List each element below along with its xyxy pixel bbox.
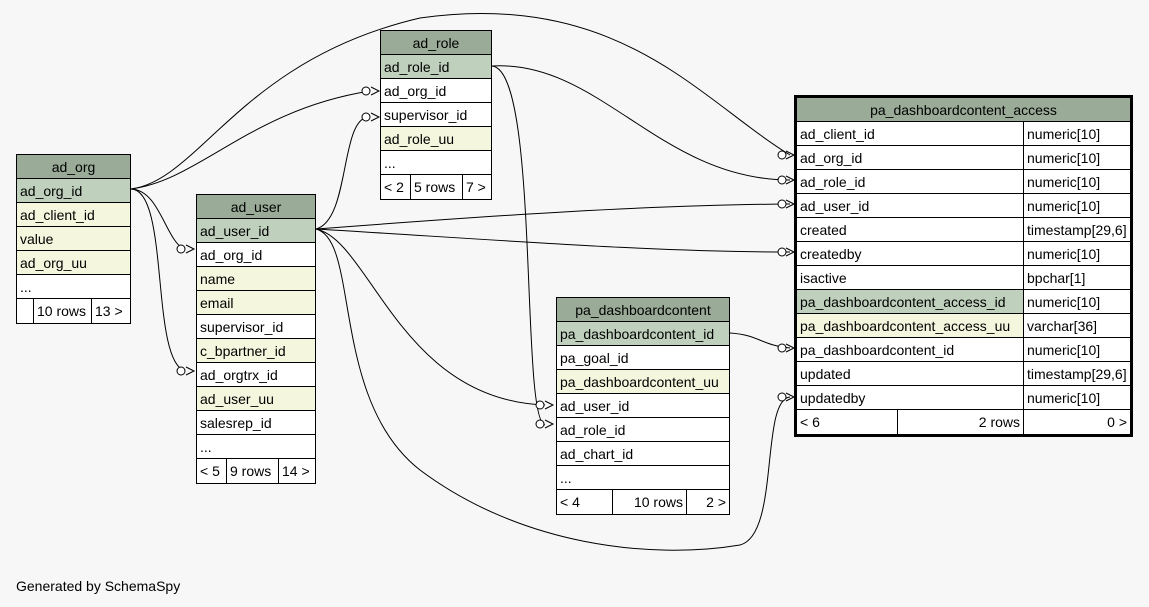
column-row[interactable]: email bbox=[197, 291, 315, 315]
table-header[interactable]: ad_role bbox=[381, 31, 491, 55]
footer-parents[interactable] bbox=[17, 299, 34, 323]
column-row[interactable]: ad_role_id bbox=[557, 418, 729, 442]
column-row[interactable]: value bbox=[17, 227, 130, 251]
column-row[interactable]: ad_org_id bbox=[197, 243, 315, 267]
footer-children[interactable]: 0 > bbox=[1107, 414, 1127, 430]
edge-user-to-role-supervisor bbox=[315, 116, 369, 230]
footer-rows: 5 rows bbox=[411, 175, 463, 199]
column-row[interactable]: supervisor_id bbox=[197, 315, 315, 339]
footer-rows: 10 rows bbox=[613, 490, 687, 514]
table-footer: < 6 2 rows 0 > bbox=[797, 410, 1130, 434]
column-row[interactable]: ad_chart_id bbox=[557, 442, 729, 466]
table-ad-user[interactable]: ad_user ad_user_id ad_org_id name email … bbox=[196, 194, 316, 484]
edge-user-to-content-user bbox=[315, 228, 546, 406]
footer-rows: 10 rows bbox=[34, 299, 92, 323]
column-row[interactable]: c_bpartner_id bbox=[197, 339, 315, 363]
edge-user-to-access-updatedby bbox=[315, 228, 791, 551]
table-header[interactable]: pa_dashboardcontent bbox=[557, 298, 729, 322]
table-header[interactable]: ad_user bbox=[197, 195, 315, 219]
footer-children[interactable]: 2 > bbox=[706, 494, 726, 510]
edge-ad-org-to-access-org bbox=[130, 13, 791, 190]
column-row[interactable]: ... bbox=[381, 151, 491, 175]
edge-ad-org-to-user-orgtrx bbox=[130, 188, 186, 372]
column-row[interactable]: ad_org_id bbox=[381, 79, 491, 103]
table-header[interactable]: ad_org bbox=[17, 155, 130, 179]
table-ad-role[interactable]: ad_role ad_role_id ad_org_id supervisor_… bbox=[380, 30, 492, 200]
column-row[interactable]: ad_user_id bbox=[557, 394, 729, 418]
column-row[interactable]: ad_role_uu bbox=[381, 127, 491, 151]
column-row[interactable]: ad_user_uu bbox=[197, 387, 315, 411]
footer-children[interactable]: 14 > bbox=[282, 463, 310, 479]
column-row[interactable]: pa_goal_id bbox=[557, 346, 729, 370]
column-row[interactable]: ... bbox=[557, 466, 729, 490]
table-header[interactable]: pa_dashboardcontent_access bbox=[797, 98, 1130, 122]
footer-rows: 2 rows bbox=[898, 410, 1024, 434]
table-footer: < 5 9 rows 14 > bbox=[197, 459, 315, 483]
table-pa-dashboardcontent[interactable]: pa_dashboardcontent pa_dashboardcontent_… bbox=[556, 297, 730, 515]
column-row[interactable]: ad_orgtrx_id bbox=[197, 363, 315, 387]
column-row[interactable]: ad_client_id bbox=[17, 203, 130, 227]
column-row[interactable]: supervisor_id bbox=[381, 103, 491, 127]
edge-user-to-access-user bbox=[315, 203, 791, 230]
footer-parents[interactable]: < 5 bbox=[197, 459, 227, 483]
footer-parents[interactable]: < 2 bbox=[381, 175, 411, 199]
table-footer: 10 rows 13 > bbox=[17, 299, 130, 323]
column-row[interactable]: ad_user_id bbox=[197, 219, 315, 243]
footer-rows: 9 rows bbox=[227, 459, 279, 483]
edge-ad-org-to-role-org bbox=[130, 90, 371, 190]
column-row[interactable]: pa_dashboardcontent_uu bbox=[557, 370, 729, 394]
edge-role-to-access-role bbox=[491, 65, 791, 181]
column-row[interactable]: ad_role_id bbox=[381, 55, 491, 79]
column-row[interactable]: ... bbox=[197, 435, 315, 459]
table-ad-org[interactable]: ad_org ad_org_id ad_client_id value ad_o… bbox=[16, 154, 131, 324]
column-row[interactable]: ... bbox=[17, 275, 130, 299]
column-row[interactable]: salesrep_id bbox=[197, 411, 315, 435]
table-footer: < 4 10 rows 2 > bbox=[557, 490, 729, 514]
generated-by-text: Generated by SchemaSpy bbox=[16, 578, 181, 594]
edge-user-to-access-createdby bbox=[315, 228, 791, 253]
table-footer: < 2 5 rows 7 > bbox=[381, 175, 491, 199]
column-row[interactable]: ad_org_uu bbox=[17, 251, 130, 275]
edge-role-to-content-role bbox=[491, 65, 546, 426]
column-row[interactable]: ad_org_id bbox=[17, 179, 130, 203]
column-row[interactable]: pa_dashboardcontent_id bbox=[557, 322, 729, 346]
footer-children[interactable]: 7 > bbox=[466, 179, 486, 195]
footer-children[interactable]: 13 > bbox=[95, 303, 123, 319]
footer-parents[interactable]: < 4 bbox=[557, 490, 613, 514]
edge-ad-org-to-user-org bbox=[130, 188, 186, 251]
column-row[interactable]: name bbox=[197, 267, 315, 291]
footer-parents[interactable]: < 6 bbox=[797, 410, 898, 434]
